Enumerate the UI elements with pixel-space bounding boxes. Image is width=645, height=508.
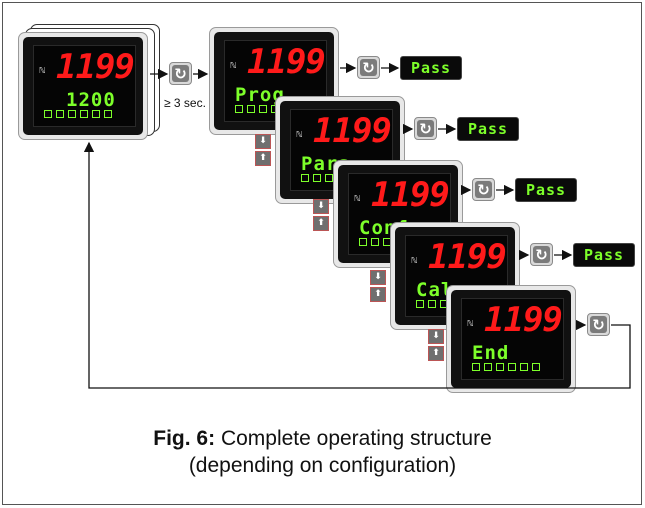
up-down-keys: ⬇⬆ (255, 134, 271, 168)
pass-badge: Pass (457, 117, 519, 141)
cycle-button: ↻ (472, 178, 495, 201)
figure-caption: Fig. 6: Complete operating structure (de… (0, 425, 645, 479)
cycle-button: ↻ (414, 117, 437, 140)
circular-arrow-icon: ↻ (360, 59, 377, 77)
brand-logo: ℕ (296, 130, 303, 139)
process-value-display: 1199 (484, 300, 563, 340)
caption-prefix: Fig. 6: (153, 427, 216, 450)
arrow-up-icon: ⬆ (255, 151, 271, 166)
arrow-down-icon: ⬇ (428, 329, 444, 344)
process-value-display: 1199 (247, 42, 326, 82)
process-value-display: 1199 (313, 111, 392, 151)
circular-arrow-icon: ↻ (417, 120, 434, 138)
menu-label-display: End (472, 342, 510, 364)
menu-label-display: Cal (416, 279, 454, 301)
caption-line2: (depending on configuration) (188, 454, 457, 477)
circular-arrow-icon: ↻ (475, 181, 492, 199)
caption-line1: Complete operating structure (220, 427, 492, 450)
up-down-keys: ⬇⬆ (370, 270, 386, 304)
process-value-display: 1199 (428, 237, 507, 277)
pass-badge: Pass (573, 243, 635, 267)
arrow-down-icon: ⬇ (313, 199, 329, 214)
cycle-button: ↻ (169, 62, 192, 85)
brand-logo: ℕ (354, 194, 361, 203)
process-value-display: 1199 (371, 175, 450, 215)
arrow-down-icon: ⬇ (255, 134, 271, 149)
process-value-display: 1199 (56, 47, 135, 87)
circular-arrow-icon: ↻ (590, 316, 607, 334)
setpoint-display: 1200 (66, 89, 116, 111)
led-row (472, 363, 540, 371)
brand-logo: ℕ (230, 61, 237, 70)
brand-logo: ℕ (39, 66, 46, 75)
arrow-up-icon: ⬆ (428, 346, 444, 361)
arrow-up-icon: ⬆ (370, 287, 386, 302)
menu-label-display: Prog (235, 84, 285, 106)
circular-arrow-icon: ↻ (533, 246, 550, 264)
cycle-button: ↻ (357, 56, 380, 79)
led-row (416, 300, 448, 308)
up-down-keys: ⬇⬆ (428, 329, 444, 363)
controller-device-main: ℕ 1199 1200 (18, 32, 148, 140)
cycle-button: ↻ (530, 243, 553, 266)
pass-badge: Pass (400, 56, 462, 80)
led-row (44, 110, 112, 118)
controller-device-end: ℕ 1199 End (446, 285, 576, 393)
brand-logo: ℕ (467, 319, 474, 328)
up-down-keys: ⬇⬆ (313, 199, 329, 233)
cycle-button: ↻ (587, 313, 610, 336)
arrow-up-icon: ⬆ (313, 216, 329, 231)
pass-badge: Pass (515, 178, 577, 202)
brand-logo: ℕ (411, 256, 418, 265)
press-duration-note: ≥ 3 sec. (164, 96, 206, 110)
arrow-down-icon: ⬇ (370, 270, 386, 285)
circular-arrow-icon: ↻ (172, 65, 189, 83)
